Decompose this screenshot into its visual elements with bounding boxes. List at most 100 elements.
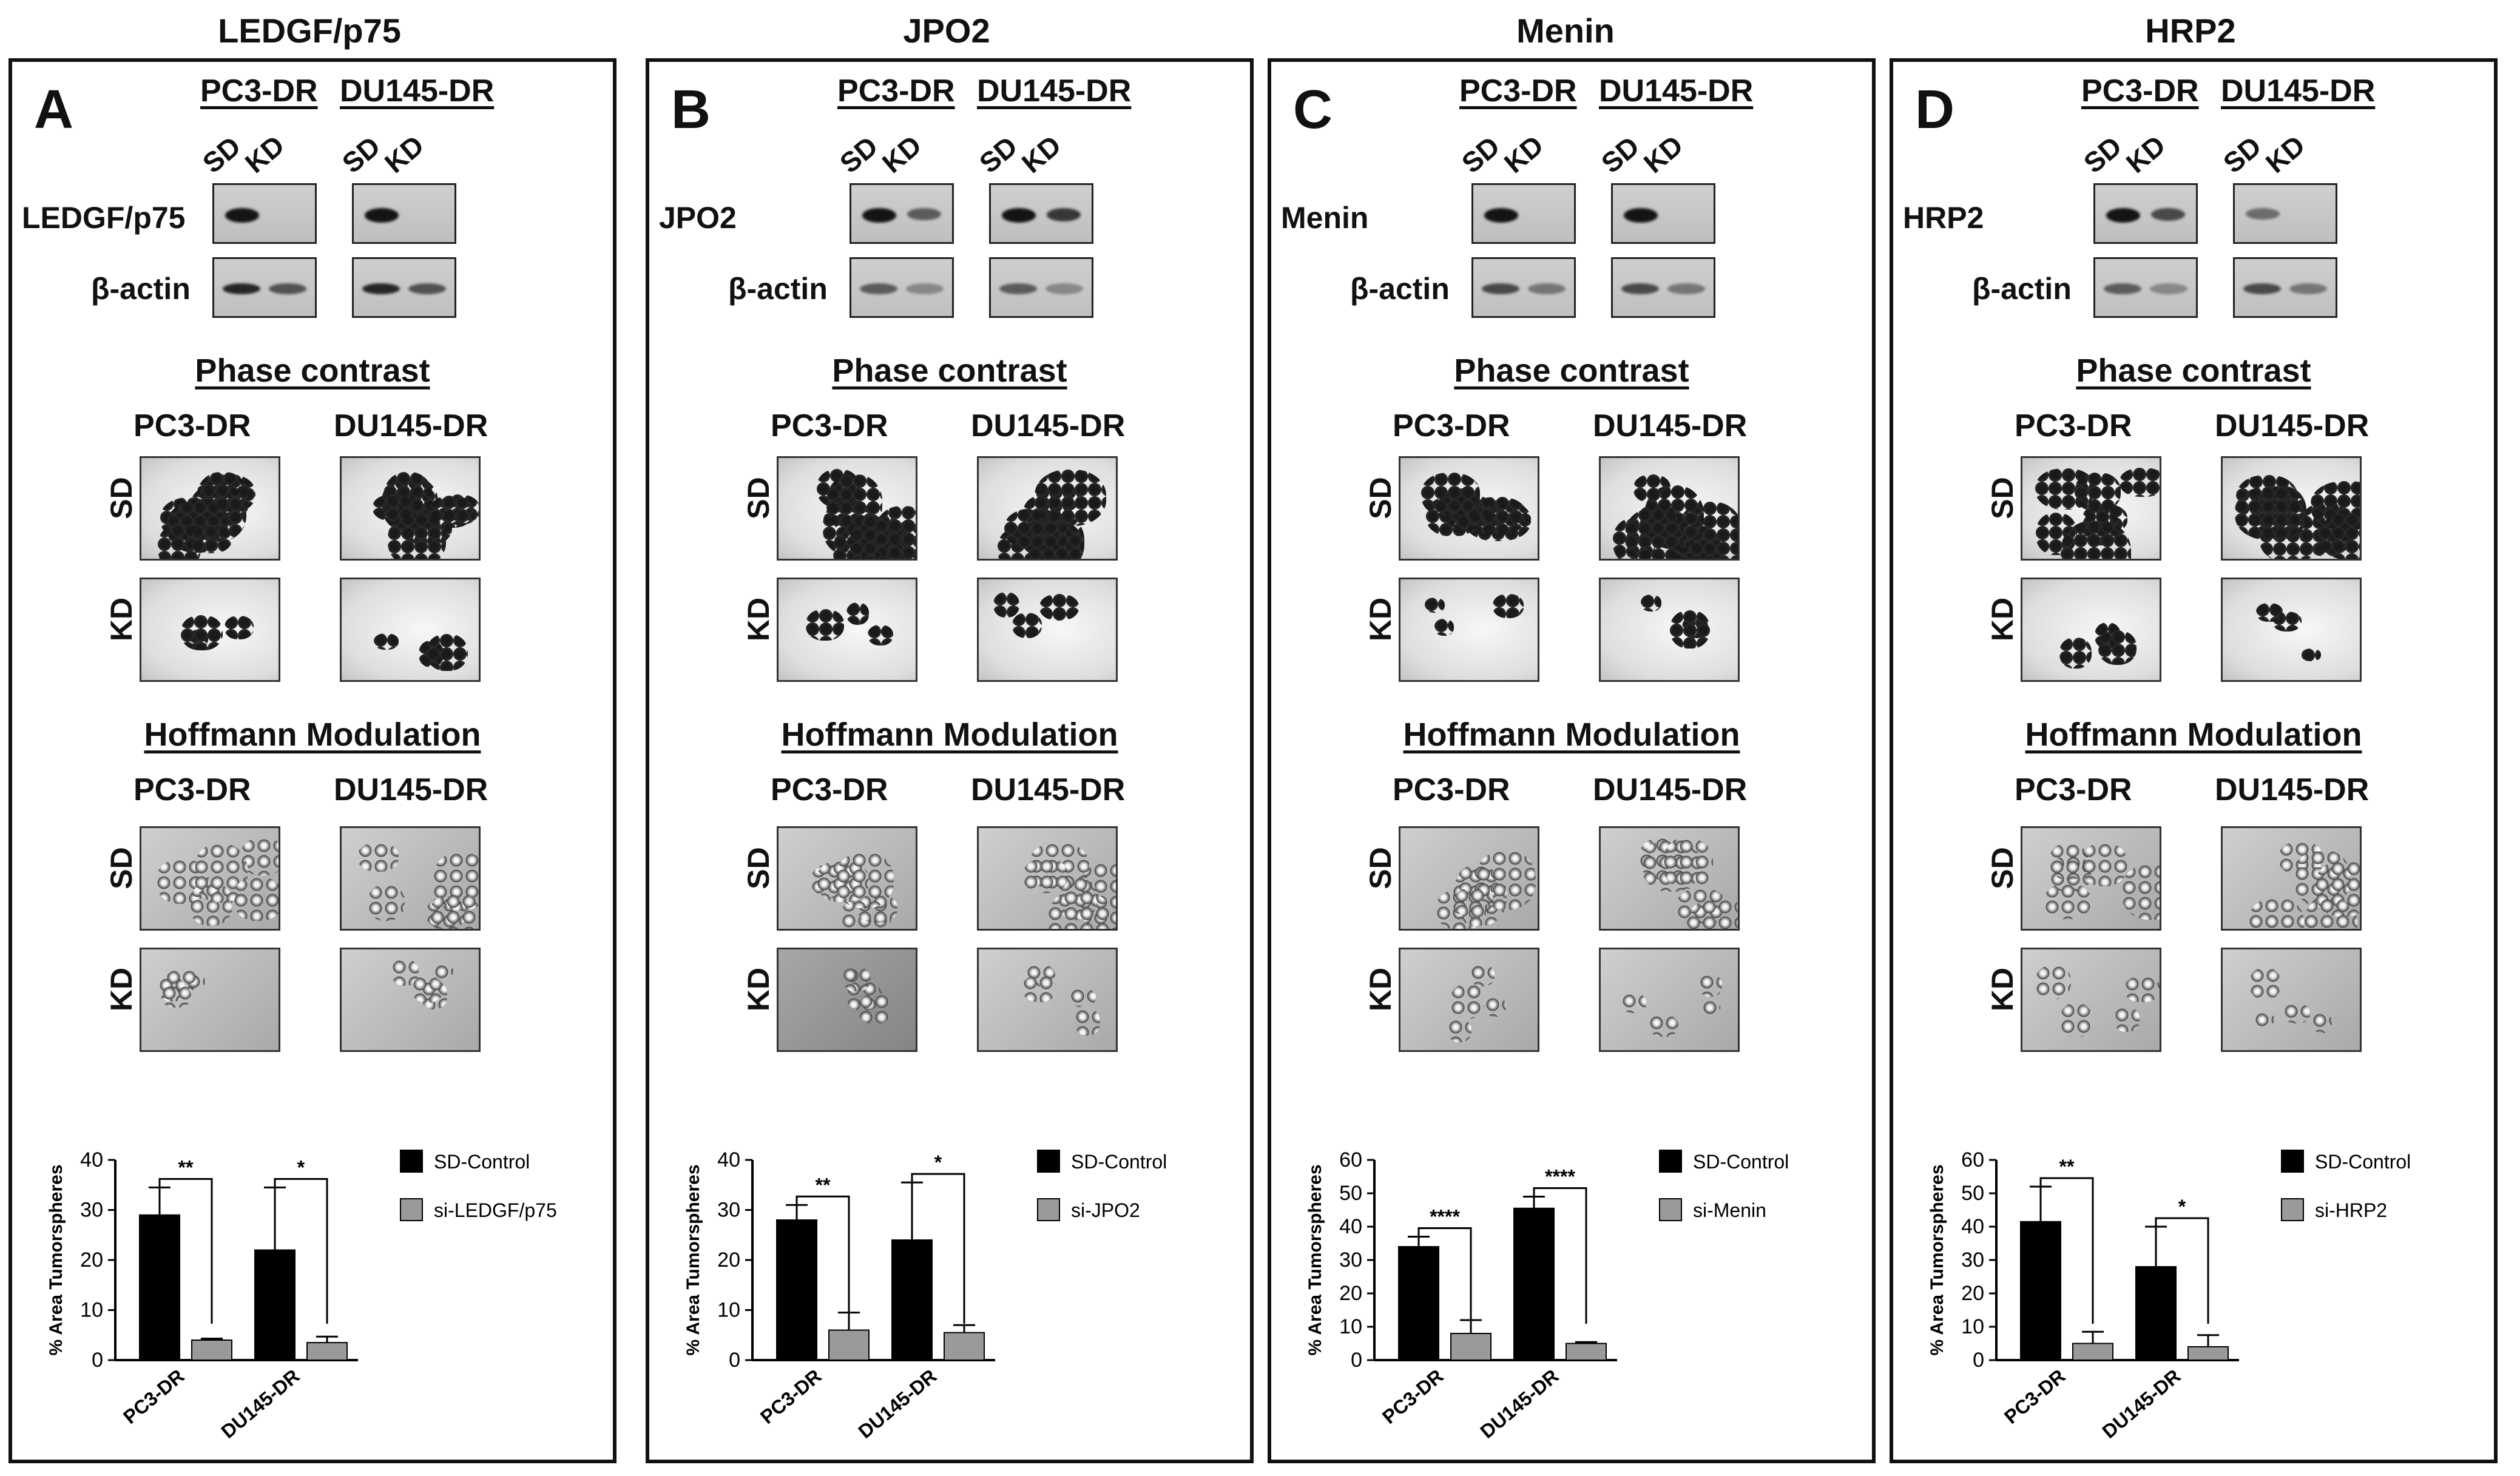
cell-cluster	[1649, 1014, 1679, 1037]
y-tick-label: 60	[1339, 1148, 1362, 1171]
micrograph-row-label: KD	[1363, 967, 1397, 1012]
cell-cluster	[1699, 974, 1722, 997]
x-category-label: PC3-DR	[2000, 1365, 2069, 1428]
cell-cluster	[427, 633, 468, 672]
phase-contrast-micrograph	[777, 578, 917, 682]
legend-swatch	[1659, 1198, 1682, 1221]
cell-cluster	[2256, 603, 2283, 622]
bar-control	[254, 1249, 296, 1361]
loading-control-label: β-actin	[1350, 272, 1450, 306]
cell-cluster	[161, 985, 191, 1008]
cell-cluster	[357, 842, 399, 872]
bar-chart: % Area Tumorspheres010203040**PC3-DR*DU1…	[683, 1148, 1167, 1443]
significance-bracket	[274, 1178, 328, 1324]
cell-cluster	[846, 602, 870, 625]
blot-cell-line-header: DU145-DR	[2221, 73, 2376, 109]
cell-cluster	[1035, 469, 1106, 526]
significance-marker: **	[178, 1156, 194, 1178]
bar-knockdown	[306, 1342, 348, 1361]
legend-label: si-JPO2	[1071, 1199, 1140, 1221]
hoffmann-modulation-header: Hoffmann Modulation	[649, 716, 1250, 753]
micrograph-cell-line-header: PC3-DR	[2015, 408, 2132, 443]
blot-cell-line-header: PC3-DR	[837, 73, 955, 109]
column-title: Menin	[1516, 12, 1615, 50]
y-tick-label: 0	[92, 1349, 103, 1372]
bar-control	[776, 1219, 817, 1361]
y-tick-label: 40	[717, 1148, 740, 1171]
panel-letter: B	[671, 79, 711, 140]
actin-band	[1528, 283, 1566, 294]
protein-label: JPO2	[659, 201, 737, 235]
cell-cluster	[225, 616, 254, 640]
cell-cluster	[993, 592, 1020, 618]
cell-cluster	[191, 525, 232, 554]
hoffmann-micrograph	[1399, 948, 1539, 1052]
cell-cluster	[2303, 897, 2357, 929]
hoffmann-modulation-header: Hoffmann Modulation	[12, 716, 613, 753]
actin-band	[2289, 283, 2327, 294]
hoffmann-micrograph	[2221, 826, 2362, 931]
y-tick-label: 20	[80, 1249, 103, 1272]
lane-label: KD	[378, 129, 430, 180]
cell-cluster	[434, 964, 454, 979]
significance-marker: ****	[1430, 1206, 1460, 1228]
actin-blot	[1471, 257, 1576, 318]
actin-blot	[1611, 257, 1715, 318]
micrograph-row-label: SD	[1985, 847, 2019, 889]
y-tick-label: 20	[1339, 1282, 1362, 1305]
phase-contrast-micrograph	[777, 456, 917, 561]
hoffmann-micrograph	[2221, 948, 2362, 1052]
hoffmann-modulation-header-text: Hoffmann Modulation	[781, 716, 1118, 753]
lane-label: KD	[2120, 129, 2172, 180]
panel-letter: D	[1915, 79, 1954, 140]
legend-label: SD-Control	[2315, 1151, 2411, 1173]
cell-cluster	[868, 624, 894, 645]
protein-blot	[1471, 183, 1576, 244]
actin-band	[223, 283, 260, 294]
lane-label: KD	[1637, 129, 1689, 180]
significance-marker: ****	[1545, 1166, 1575, 1188]
significance-marker: *	[934, 1151, 942, 1173]
phase-contrast-header-text: Phase contrast	[2076, 352, 2311, 389]
cell-cluster	[1012, 613, 1042, 639]
micrograph-row-label: SD	[104, 847, 138, 889]
phase-contrast-header: Phase contrast	[1893, 352, 2494, 389]
cell-cluster	[368, 884, 405, 921]
cell-cluster	[1022, 858, 1068, 893]
actin-band	[1667, 283, 1705, 294]
y-tick-label: 40	[80, 1148, 103, 1171]
hoffmann-micrograph	[1599, 826, 1740, 931]
phase-contrast-micrograph	[2021, 456, 2161, 561]
lane-label: KD	[1015, 129, 1067, 180]
bar-knockdown	[2187, 1346, 2229, 1361]
cell-cluster	[858, 994, 892, 1024]
micrograph-cell-line-header: DU145-DR	[2215, 772, 2370, 807]
y-tick-label: 40	[1339, 1215, 1362, 1238]
micrograph-cell-line-header: DU145-DR	[1593, 408, 1748, 443]
phase-contrast-micrograph	[1599, 456, 1740, 561]
protein-band	[225, 208, 259, 223]
phase-contrast-micrograph	[1399, 456, 1539, 561]
legend-swatch	[400, 1198, 423, 1221]
cell-cluster	[2114, 1006, 2140, 1032]
lane-label: KD	[238, 129, 291, 180]
hoffmann-micrograph	[977, 826, 1118, 931]
cell-cluster	[2119, 468, 2160, 497]
cell-cluster	[1670, 610, 1710, 649]
micrograph-row-label: SD	[1985, 477, 2019, 519]
bar-knockdown	[191, 1340, 232, 1361]
x-category-label: DU145-DR	[854, 1365, 941, 1443]
y-tick-label: 0	[729, 1349, 740, 1372]
hoffmann-modulation-header: Hoffmann Modulation	[1893, 716, 2494, 753]
cell-cluster	[2060, 521, 2132, 559]
cell-cluster	[1425, 597, 1445, 613]
micrograph-row-label: KD	[104, 967, 138, 1012]
actin-blot	[212, 257, 317, 318]
cell-cluster	[1663, 838, 1713, 889]
micrograph-cell-line-header: PC3-DR	[771, 772, 888, 807]
actin-band	[1045, 283, 1083, 294]
micrograph-row-label: SD	[741, 477, 775, 519]
micrograph-cell-line-header: PC3-DR	[1393, 772, 1510, 807]
